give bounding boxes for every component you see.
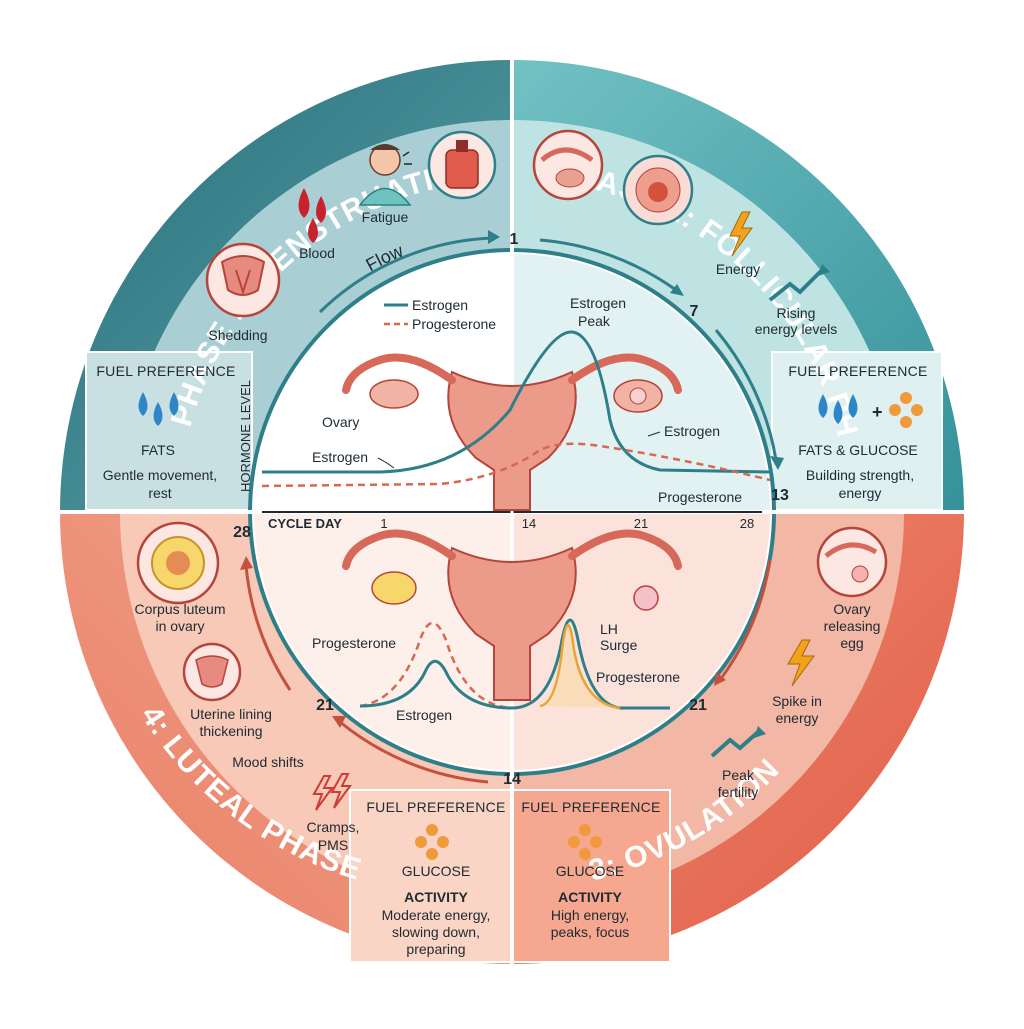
svg-text:+: +	[872, 402, 883, 422]
ovary-label: Ovary	[322, 414, 359, 430]
progesterone-curve-top	[261, 442, 771, 488]
estrogen-curve-top	[262, 330, 771, 474]
day-21-left-marker: 21	[316, 697, 334, 714]
fuel-header-luteal: FUEL PREFERENCE	[366, 799, 505, 815]
lh-surge-line2: Surge	[600, 637, 638, 653]
estrogen-annotation-left: Estrogen	[312, 449, 368, 465]
peak-label-line2: fertility	[718, 784, 758, 800]
uterine-lining-icon	[182, 642, 242, 702]
estrogen-curve-bottom	[359, 618, 670, 710]
estrogen-annotation-right: Estrogen	[664, 423, 720, 439]
energy-bolt-icon	[729, 211, 753, 257]
cramps-line2: PMS	[318, 837, 348, 853]
fuel-header-follicular: FUEL PREFERENCE	[788, 363, 927, 379]
x-tick-28: 28	[740, 516, 754, 531]
corpus-luteum-line2: in ovary	[155, 618, 204, 634]
fat-and-glucose-icon: +	[818, 392, 923, 428]
uterus-illustration-bottom	[342, 529, 682, 701]
rising-label-line1: Rising	[777, 305, 816, 321]
ovary-releasing-line1: Ovary	[833, 601, 870, 617]
activity-luteal-line2: slowing down,	[392, 924, 480, 940]
activity-menstruation-line1: Gentle movement,	[103, 467, 217, 483]
activity-menstruation-line2: rest	[148, 485, 171, 501]
lh-surge-line1: LH	[600, 621, 618, 637]
glucose-icon-ovulation	[568, 824, 602, 860]
estrogen-peak-line2: Peak	[578, 313, 611, 329]
fat-drops-icon	[138, 392, 179, 426]
blood-label: Blood	[299, 245, 335, 261]
corpus-luteum-line1: Corpus luteum	[134, 601, 225, 617]
cramps-bolt-icon	[312, 773, 352, 811]
spike-bolt-icon	[787, 639, 815, 687]
uterine-lining-line1: Uterine lining	[190, 706, 272, 722]
progesterone-annotation-lower-right: Progesterone	[596, 669, 680, 685]
shedding-label: Shedding	[208, 327, 267, 343]
legend-estrogen: Estrogen	[412, 297, 468, 313]
progesterone-curve-bottom	[359, 621, 513, 710]
uterus-illustration-top	[342, 353, 682, 511]
cramps-line1: Cramps,	[307, 819, 360, 835]
ovary-releasing-egg-icon	[816, 526, 888, 598]
ovary-tube-icon	[532, 129, 604, 201]
fuel-panel-ovulation	[511, 789, 671, 963]
fuel-menstruation: FATS	[141, 442, 175, 458]
day-21-right-marker: 21	[689, 697, 707, 714]
corpus-luteum-icon	[136, 521, 220, 605]
blood-drops-icon	[298, 188, 326, 243]
fuel-ovulation: GLUCOSE	[556, 863, 624, 879]
day-7-marker: 7	[690, 303, 699, 320]
fuel-panel-menstruation	[85, 351, 253, 511]
activity-header-ovulation: ACTIVITY	[558, 889, 622, 905]
activity-luteal-line1: Moderate energy,	[382, 907, 491, 923]
energy-label: Energy	[716, 261, 760, 277]
day-28-marker: 28	[233, 524, 251, 541]
follicle-icon	[622, 154, 694, 226]
activity-follicular-line1: Building strength,	[806, 467, 914, 483]
spike-label-line1: Spike in	[772, 693, 822, 709]
fatigue-person-icon	[358, 144, 412, 206]
cycle-arrows	[240, 230, 784, 784]
day-1-marker: 1	[510, 231, 519, 248]
rising-trend-icon	[768, 264, 830, 302]
day-13-marker: 13	[771, 487, 789, 504]
peak-label-line1: Peak	[722, 767, 755, 783]
activity-follicular-line2: energy	[839, 485, 882, 501]
day-14-bottom-marker: 14	[503, 771, 521, 788]
spike-label-line2: energy	[776, 710, 819, 726]
rising-label-line2: energy levels	[755, 321, 838, 337]
legend-progesterone: Progesterone	[412, 316, 496, 332]
activity-luteal-line3: preparing	[406, 941, 465, 957]
y-axis-label: HORMONE LEVEL	[238, 380, 253, 492]
fuel-header-menstruation: FUEL PREFERENCE	[96, 363, 235, 379]
lh-surge-curve	[539, 624, 621, 710]
fatigue-label: Fatigue	[362, 209, 409, 225]
fuel-panel-follicular	[771, 351, 943, 511]
x-tick-21: 21	[634, 516, 648, 531]
x-tick-1: 1	[380, 516, 387, 531]
progesterone-annotation-lower-left: Progesterone	[312, 635, 396, 651]
activity-ovulation-line1: High energy,	[551, 907, 629, 923]
progesterone-annotation-right: Progesterone	[658, 489, 742, 505]
ovary-releasing-line2: releasing	[824, 618, 881, 634]
fuel-header-ovulation: FUEL PREFERENCE	[521, 799, 660, 815]
estrogen-annotation-lower: Estrogen	[396, 707, 452, 723]
mood-shifts-label: Mood shifts	[232, 754, 304, 770]
shedding-icon	[205, 242, 281, 318]
fuel-follicular: FATS & GLUCOSE	[798, 442, 918, 458]
x-tick-14: 14	[522, 516, 536, 531]
hot-water-bottle-icon	[427, 130, 497, 200]
ovary-releasing-line3: egg	[840, 635, 863, 651]
estrogen-peak-line1: Estrogen	[570, 295, 626, 311]
chart-legend: Estrogen Progesterone	[384, 297, 496, 332]
peak-trend-icon	[710, 726, 766, 758]
x-axis-label: CYCLE DAY	[268, 516, 342, 531]
activity-header-luteal: ACTIVITY	[404, 889, 468, 905]
fuel-luteal: GLUCOSE	[402, 863, 470, 879]
glucose-icon-luteal	[415, 824, 449, 860]
uterine-lining-line2: thickening	[199, 723, 262, 739]
activity-ovulation-line2: peaks, focus	[551, 924, 630, 940]
